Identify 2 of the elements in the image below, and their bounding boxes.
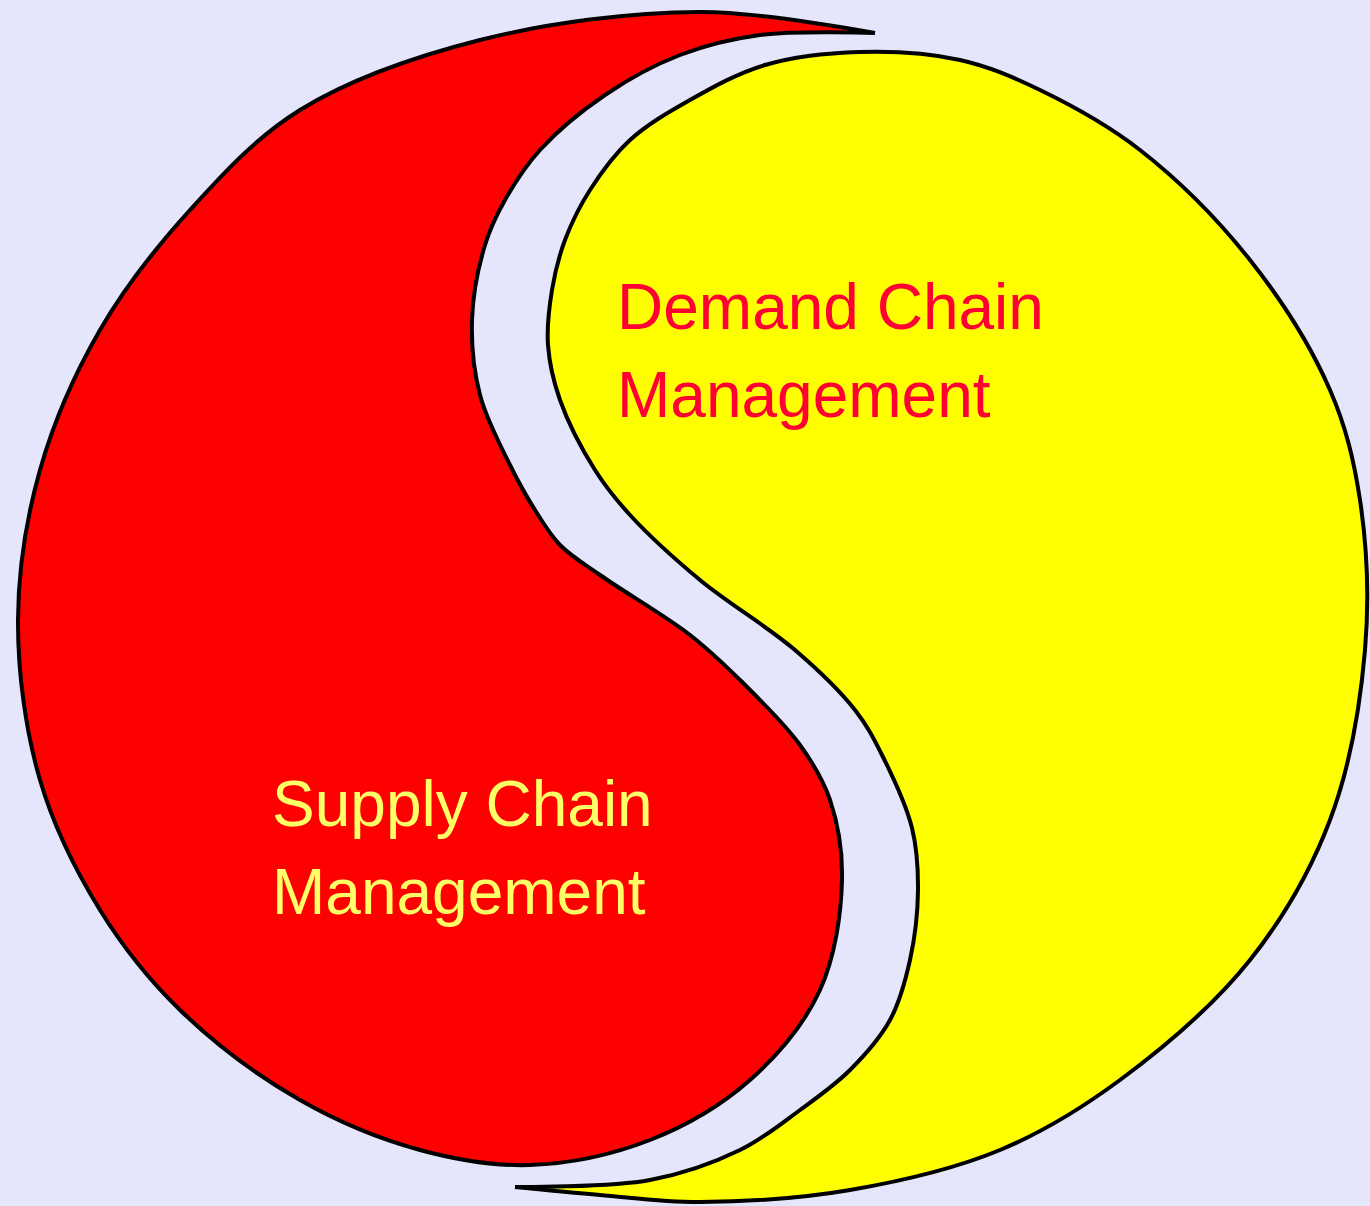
node-label: Demand Chain Management <box>617 270 1045 433</box>
node-label: Supply Chain Management <box>272 767 654 930</box>
